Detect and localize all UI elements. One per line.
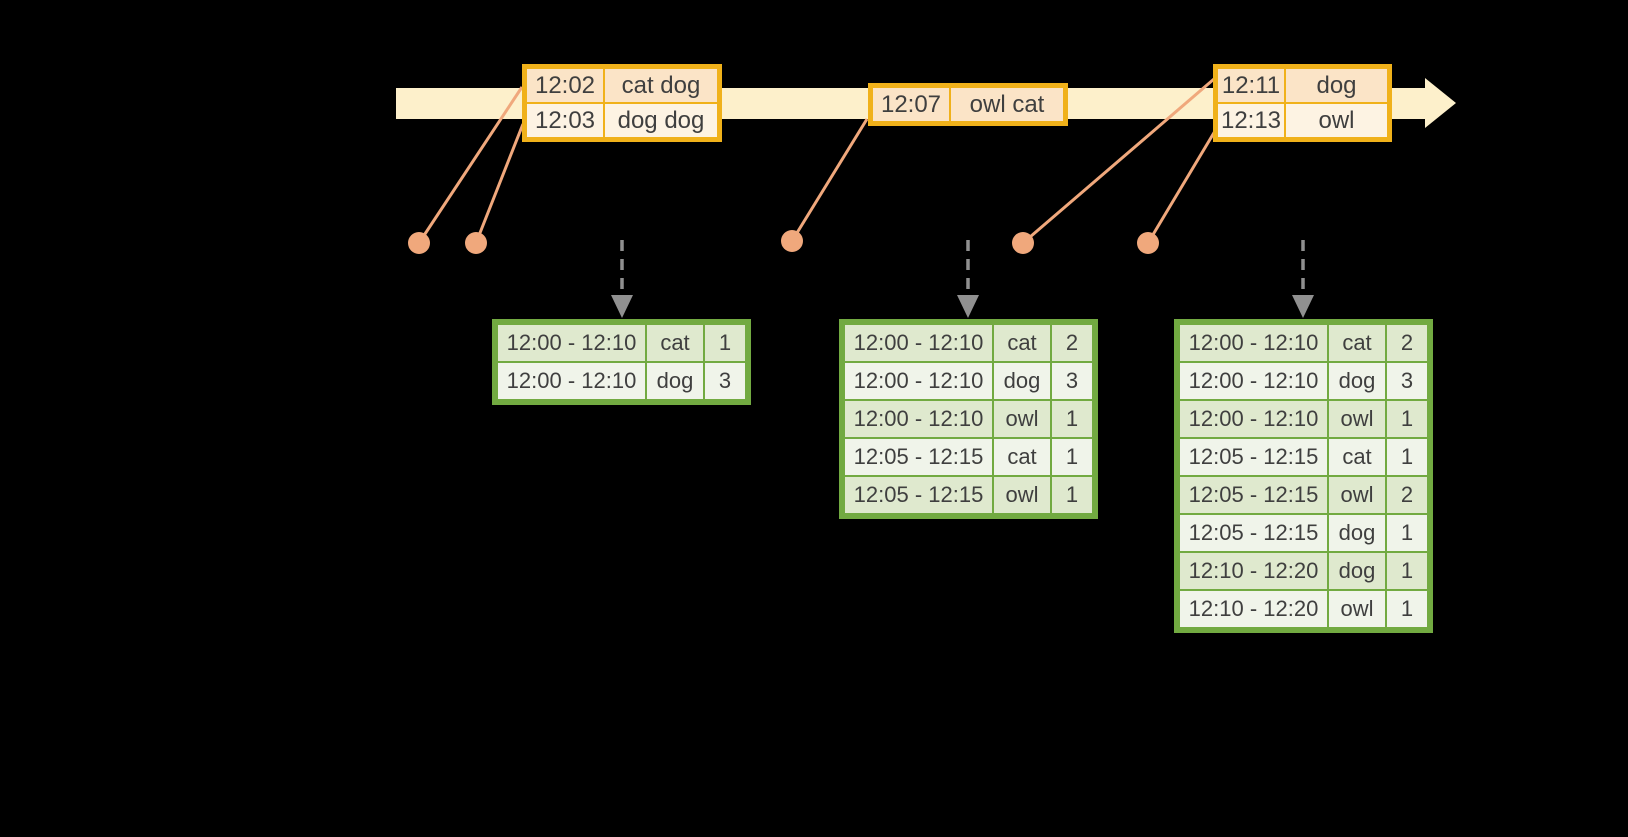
timeline-arrowhead-icon bbox=[1425, 78, 1456, 128]
count-cell: 1 bbox=[1387, 591, 1427, 627]
count-cell: 1 bbox=[1052, 401, 1092, 437]
connector-line-5 bbox=[1146, 130, 1217, 244]
trigger-arrow-2 bbox=[957, 240, 979, 318]
word-cell: cat bbox=[994, 325, 1050, 361]
count-cell: 1 bbox=[1052, 439, 1092, 475]
time-cell: 12:02 bbox=[527, 69, 603, 102]
connector-line-4 bbox=[1022, 77, 1215, 245]
count-cell: 2 bbox=[1387, 325, 1427, 361]
word-cell: owl bbox=[994, 477, 1050, 513]
count-cell: 1 bbox=[705, 325, 745, 361]
window-cell: 12:05 - 12:15 bbox=[845, 439, 992, 475]
count-cell: 1 bbox=[1387, 439, 1427, 475]
window-cell: 12:00 - 12:10 bbox=[498, 325, 645, 361]
window-cell: 12:00 - 12:10 bbox=[1180, 401, 1327, 437]
window-cell: 12:00 - 12:10 bbox=[845, 325, 992, 361]
time-cell: 12:07 bbox=[873, 88, 949, 121]
count-cell: 3 bbox=[705, 363, 745, 399]
window-cell: 12:00 - 12:10 bbox=[1180, 363, 1327, 399]
word-cell: owl bbox=[1329, 401, 1385, 437]
connector-line-3 bbox=[790, 118, 869, 242]
count-cell: 2 bbox=[1052, 325, 1092, 361]
words-cell: owl bbox=[1286, 104, 1387, 137]
word-cell: cat bbox=[994, 439, 1050, 475]
trigger-arrow-3 bbox=[1292, 240, 1314, 318]
words-cell: dog bbox=[1286, 69, 1387, 102]
count-cell: 1 bbox=[1387, 401, 1427, 437]
window-cell: 12:00 - 12:10 bbox=[845, 401, 992, 437]
event-dot-2 bbox=[465, 232, 487, 254]
words-cell: cat dog bbox=[605, 69, 717, 102]
window-cell: 12:10 - 12:20 bbox=[1180, 553, 1327, 589]
window-cell: 12:10 - 12:20 bbox=[1180, 591, 1327, 627]
time-cell: 12:11 bbox=[1218, 69, 1284, 102]
count-cell: 1 bbox=[1387, 515, 1427, 551]
window-cell: 12:00 - 12:10 bbox=[1180, 325, 1327, 361]
word-cell: owl bbox=[1329, 477, 1385, 513]
event-dot-3 bbox=[781, 230, 803, 252]
word-cell: dog bbox=[1329, 363, 1385, 399]
count-cell: 3 bbox=[1052, 363, 1092, 399]
word-cell: dog bbox=[647, 363, 703, 399]
word-cell: dog bbox=[1329, 553, 1385, 589]
window-cell: 12:05 - 12:15 bbox=[1180, 477, 1327, 513]
words-cell: owl cat bbox=[951, 88, 1063, 121]
word-cell: owl bbox=[1329, 591, 1385, 627]
count-cell: 2 bbox=[1387, 477, 1427, 513]
time-cell: 12:03 bbox=[527, 104, 603, 137]
event-dot-1 bbox=[408, 232, 430, 254]
count-cell: 1 bbox=[1387, 553, 1427, 589]
connector-line-2 bbox=[474, 123, 525, 244]
word-cell: dog bbox=[1329, 515, 1385, 551]
word-cell: cat bbox=[647, 325, 703, 361]
event-dot-4 bbox=[1012, 232, 1034, 254]
window-cell: 12:00 - 12:10 bbox=[845, 363, 992, 399]
word-cell: dog bbox=[994, 363, 1050, 399]
word-cell: owl bbox=[994, 401, 1050, 437]
window-cell: 12:05 - 12:15 bbox=[1180, 515, 1327, 551]
trigger-arrow-1 bbox=[611, 240, 633, 318]
words-cell: dog dog bbox=[605, 104, 717, 137]
word-cell: cat bbox=[1329, 439, 1385, 475]
count-cell: 3 bbox=[1387, 363, 1427, 399]
connector-line-1 bbox=[417, 86, 524, 244]
window-cell: 12:05 - 12:15 bbox=[845, 477, 992, 513]
count-cell: 1 bbox=[1052, 477, 1092, 513]
window-cell: 12:00 - 12:10 bbox=[498, 363, 645, 399]
window-cell: 12:05 - 12:15 bbox=[1180, 439, 1327, 475]
event-dot-5 bbox=[1137, 232, 1159, 254]
time-cell: 12:13 bbox=[1218, 104, 1284, 137]
word-cell: cat bbox=[1329, 325, 1385, 361]
